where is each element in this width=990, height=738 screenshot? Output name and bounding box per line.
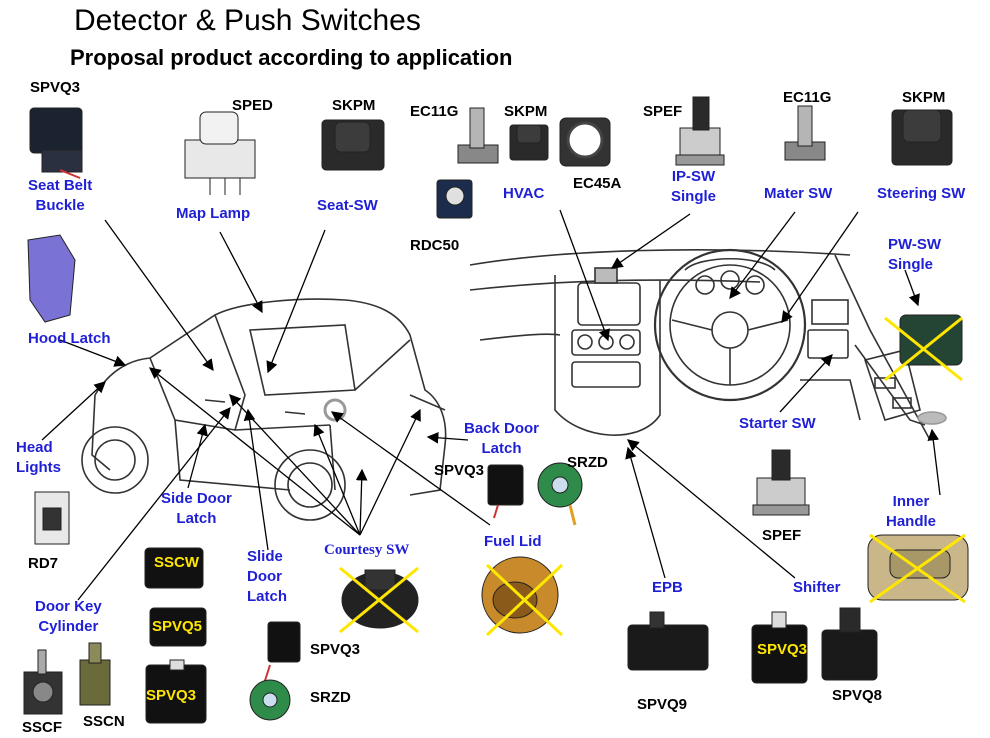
part-label-sscn: SSCN	[83, 713, 125, 730]
skpm-c-image	[891, 109, 953, 166]
rdc50-image	[436, 179, 473, 219]
part-label-skpm: SKPM	[902, 89, 946, 106]
spvq3-slide-image	[261, 621, 301, 691]
part-label-sscf: SSCF	[22, 719, 63, 736]
part-label-spvq3: SPVQ3	[757, 641, 808, 658]
ec11g-a-image	[457, 107, 499, 164]
spvq8-image	[821, 607, 878, 681]
part-label-spvq3: SPVQ3	[30, 79, 81, 96]
part-label-spvq8: SPVQ8	[832, 687, 883, 704]
app-label-starter-sw: Starter SW	[739, 415, 816, 432]
spvq9-image	[627, 611, 709, 671]
leader-lines	[41, 209, 941, 601]
hood-latch-image	[27, 234, 76, 323]
part-label-sscw: SSCW	[154, 554, 199, 571]
part-label-srzd: SRZD	[310, 689, 351, 706]
cross-marks	[339, 316, 966, 637]
app-label-fuel-lid: Fuel Lid	[484, 533, 542, 550]
sped-image	[184, 111, 256, 195]
dashboard-illustration	[469, 248, 947, 441]
skpm-top-image	[321, 119, 385, 171]
app-label-mater-sw: Mater SW	[764, 185, 833, 202]
part-label-spvq9: SPVQ9	[637, 696, 688, 713]
srzd-slide-image	[249, 679, 291, 721]
spef-bottom-image	[752, 449, 810, 516]
car-illustration	[81, 298, 447, 521]
part-label-sped: SPED	[232, 97, 273, 114]
spvq3-shift-image	[751, 611, 808, 684]
part-label-ec45a: EC45A	[573, 175, 622, 192]
page-title: Detector & Push Switches	[74, 4, 421, 37]
spef-top-image	[675, 96, 725, 166]
part-label-spef: SPEF	[643, 103, 683, 120]
part-label-spvq3: SPVQ3	[146, 687, 197, 704]
app-label-steering-sw: Steering SW	[877, 185, 966, 202]
spvq5-image	[149, 607, 207, 647]
pw-switch-image	[899, 314, 963, 366]
app-label-hvac: HVAC	[503, 185, 545, 202]
part-label-srzd: SRZD	[567, 454, 608, 471]
srzd-back-image	[537, 462, 583, 526]
app-label-hood-latch: Hood Latch	[28, 330, 111, 347]
part-label-rdc50: RDC50	[410, 237, 460, 254]
part-label-rd7: RD7	[28, 555, 59, 572]
part-label-spvq5: SPVQ5	[152, 618, 203, 635]
part-label-spvq3: SPVQ3	[434, 462, 485, 479]
sscw-image	[144, 547, 204, 589]
ec45a-image	[559, 117, 611, 167]
part-label-skpm: SKPM	[332, 97, 376, 114]
ec11g-b-image	[784, 105, 826, 161]
part-label-spef: SPEF	[762, 527, 802, 544]
part-label-spvq3: SPVQ3	[310, 641, 361, 658]
spvq3-back-image	[487, 464, 524, 519]
part-label-skpm: SKPM	[504, 103, 548, 120]
app-label-shifter: Shifter	[793, 579, 841, 596]
sscf-image	[23, 649, 63, 715]
app-label-seat-sw: Seat-SW	[317, 197, 378, 214]
app-label-epb: EPB	[652, 579, 683, 596]
app-label-map-lamp: Map Lamp	[176, 205, 251, 222]
part-label-ec11g: EC11G	[783, 89, 832, 106]
part-label-ec11g: EC11G	[410, 103, 459, 120]
page-subtitle: Proposal product according to applicatio…	[70, 45, 513, 70]
sscn-image	[79, 642, 111, 706]
skpm-b-image	[509, 124, 549, 161]
spvq3-bl-image	[145, 659, 207, 724]
app-label-courtesy-sw: Courtesy SW	[324, 542, 410, 558]
spvq3-seatbelt-image	[29, 107, 83, 179]
rd7-image	[34, 491, 70, 545]
